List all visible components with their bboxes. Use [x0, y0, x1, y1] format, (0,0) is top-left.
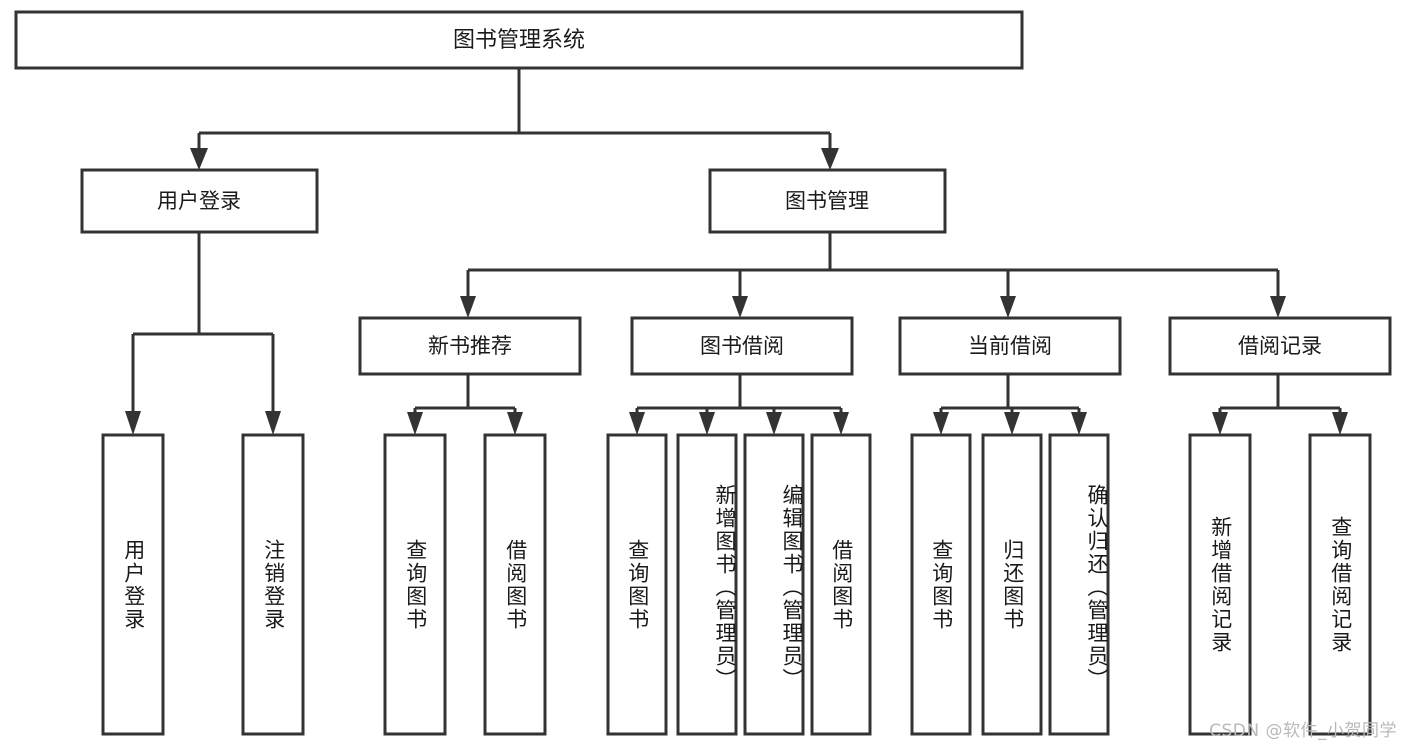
- node-label: 当前借阅: [968, 334, 1052, 358]
- node-box-leaf-query-book-borrow[interactable]: [606, 433, 668, 736]
- connector-book-management-to-level2: [460, 232, 1286, 318]
- arrow-head-icon: [732, 296, 748, 318]
- arrow-head-icon: [407, 412, 423, 435]
- node-box: [708, 168, 947, 234]
- arrow-head-icon: [833, 412, 849, 435]
- leaf-boxes: [101, 433, 1372, 736]
- node-box-leaf-query-book-current[interactable]: [910, 433, 972, 736]
- arrow-head-icon: [1212, 412, 1228, 435]
- watermark-text: CSDN @软件_小贺同学: [1209, 721, 1397, 741]
- arrow-head-icon: [265, 411, 281, 435]
- node-label: 用户登录: [157, 189, 241, 213]
- connector-borrow-record-to-leaves: [1212, 374, 1348, 435]
- connector-book-borrow-to-leaves: [629, 374, 849, 435]
- node-box: [358, 316, 582, 376]
- node-box-leaf-borrow-book-rec[interactable]: [483, 433, 547, 736]
- node-label: 图书管理系统: [453, 28, 585, 53]
- arrow-head-icon: [1000, 296, 1016, 318]
- arrow-head-icon: [460, 296, 476, 318]
- node-box-leaf-add-borrow-record[interactable]: [1188, 433, 1252, 736]
- node-box-leaf-add-book[interactable]: [676, 433, 738, 736]
- arrow-head-icon: [125, 411, 141, 435]
- node-box: [898, 316, 1122, 376]
- node-box-leaf-query-book-rec[interactable]: [383, 433, 447, 736]
- node-current-borrow[interactable]: 当前借阅: [898, 316, 1122, 376]
- arrow-head-icon: [629, 412, 645, 435]
- node-box-leaf-user-login[interactable]: [101, 433, 165, 736]
- node-book-management[interactable]: 图书管理: [708, 168, 947, 234]
- node-box: [1168, 316, 1392, 376]
- arrow-head-icon: [766, 412, 782, 435]
- node-label: 借阅记录: [1238, 334, 1322, 358]
- node-box-leaf-return-book[interactable]: [981, 433, 1043, 736]
- arrow-head-icon: [507, 412, 523, 435]
- node-new-book-recommend[interactable]: 新书推荐: [358, 316, 582, 376]
- node-label: 图书借阅: [700, 334, 784, 358]
- arrow-head-icon: [1004, 412, 1020, 435]
- node-box-leaf-edit-book[interactable]: [743, 433, 805, 736]
- node-user-login[interactable]: 用户登录: [80, 168, 319, 234]
- node-box-leaf-logout[interactable]: [241, 433, 305, 736]
- connector-root-to-level1: [190, 68, 839, 170]
- node-box: [14, 10, 1024, 70]
- arrow-head-icon: [1071, 412, 1087, 435]
- node-box-leaf-borrow-book[interactable]: [810, 433, 872, 736]
- arrow-head-icon: [190, 148, 208, 170]
- arrow-head-icon: [821, 148, 839, 170]
- arrow-head-icon: [699, 412, 715, 435]
- connector-current-borrow-to-leaves: [933, 374, 1087, 435]
- arrow-head-icon: [1332, 412, 1348, 435]
- node-label: 图书管理: [785, 189, 869, 213]
- node-book-borrow[interactable]: 图书借阅: [630, 316, 854, 376]
- node-box: [80, 168, 319, 234]
- arrow-head-icon: [933, 412, 949, 435]
- arrow-head-icon: [1270, 296, 1286, 318]
- connector-new-book-recommend-to-leaves: [407, 374, 523, 435]
- node-borrow-record[interactable]: 借阅记录: [1168, 316, 1392, 376]
- node-box-leaf-query-borrow-record[interactable]: [1308, 433, 1372, 736]
- node-root[interactable]: 图书管理系统: [14, 10, 1024, 70]
- node-label: 新书推荐: [428, 334, 512, 358]
- node-box-leaf-confirm-return[interactable]: [1048, 433, 1110, 736]
- connector-user-login-to-leaves: [125, 232, 281, 435]
- node-box: [630, 316, 854, 376]
